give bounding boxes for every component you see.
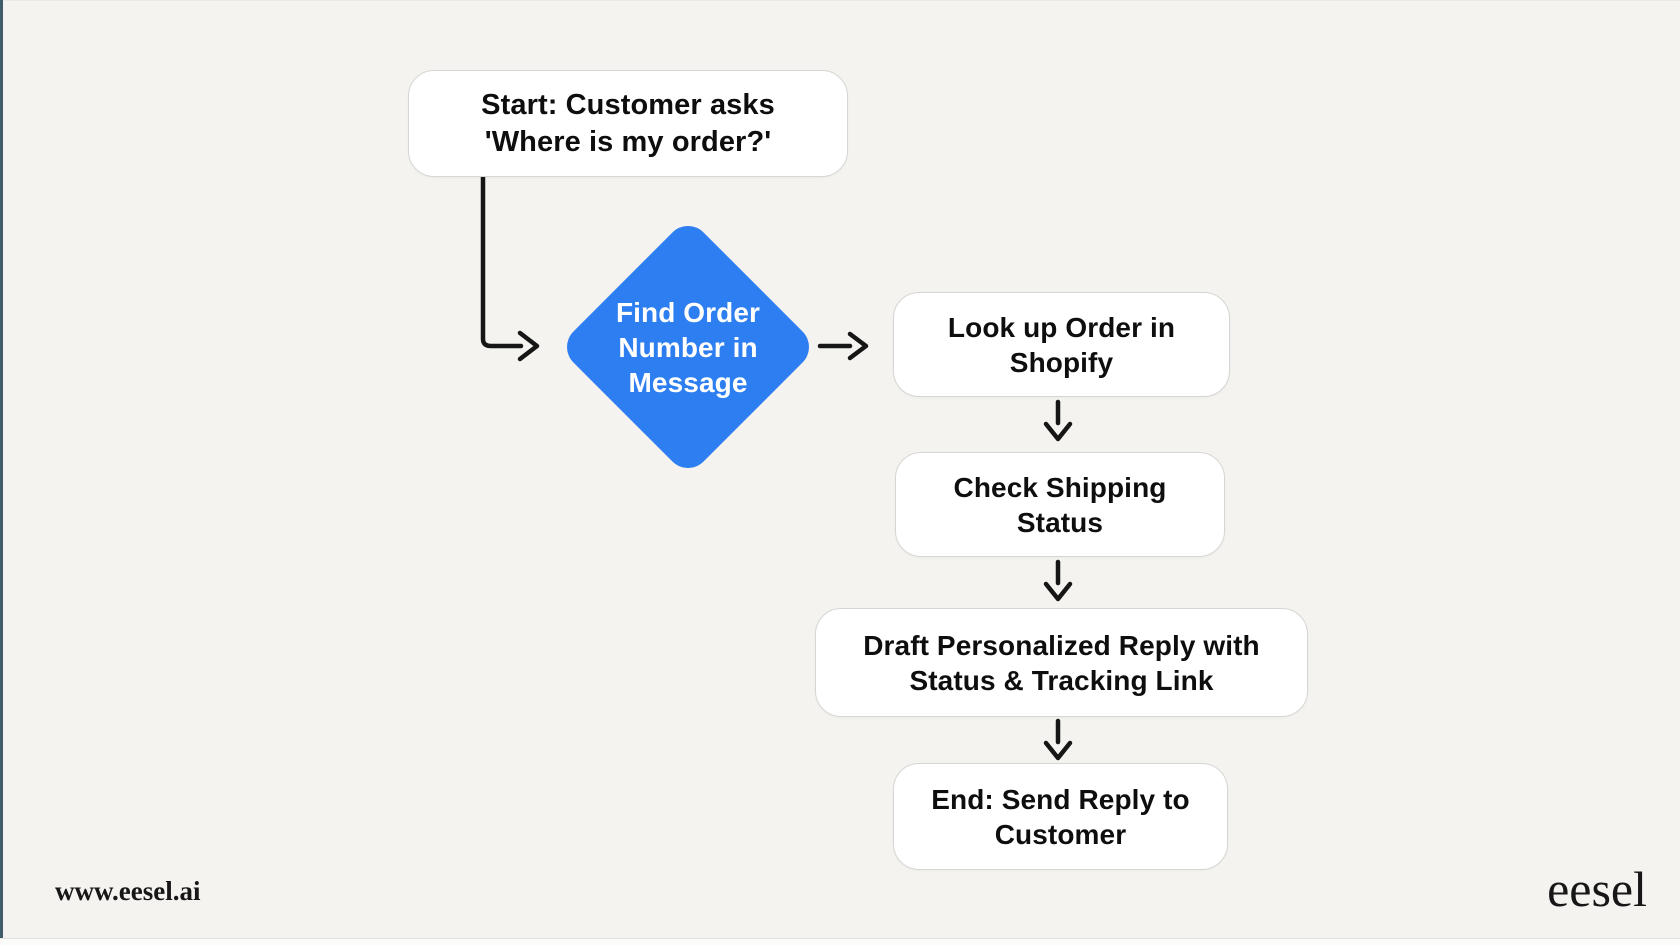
- node-start: Start: Customer asks 'Where is my order?…: [408, 70, 848, 177]
- node-draft-reply-label: Draft Personalized Reply with Status & T…: [863, 629, 1260, 696]
- left-edge-border: [0, 0, 3, 945]
- arrow-draft-to-end: [1043, 718, 1073, 761]
- decision-diamond-label: Find Order Number in Message: [615, 296, 761, 398]
- bottom-edge-strip: [0, 938, 1680, 945]
- node-check-shipping: Check Shipping Status: [895, 452, 1225, 557]
- node-start-label: Start: Customer asks 'Where is my order?…: [481, 89, 775, 158]
- node-draft-reply: Draft Personalized Reply with Status & T…: [815, 608, 1308, 717]
- arrow-decision-to-lookup: [817, 331, 869, 361]
- node-end: End: Send Reply to Customer: [893, 763, 1228, 870]
- arrow-start-to-decision: [480, 170, 540, 362]
- website-url: www.eesel.ai: [55, 876, 201, 906]
- arrow-check-to-draft: [1043, 559, 1073, 602]
- arrow-lookup-to-check: [1043, 399, 1073, 442]
- node-check-shipping-label: Check Shipping Status: [953, 471, 1167, 538]
- node-end-label: End: Send Reply to Customer: [931, 783, 1190, 850]
- node-lookup-order-label: Look up Order in Shopify: [947, 311, 1176, 378]
- node-lookup-order: Look up Order in Shopify: [893, 292, 1230, 397]
- brand-logo: eesel: [1547, 861, 1647, 917]
- decision-diamond-label-wrap: Find Order Number in Message: [568, 272, 808, 422]
- top-edge-line: [0, 0, 1680, 1]
